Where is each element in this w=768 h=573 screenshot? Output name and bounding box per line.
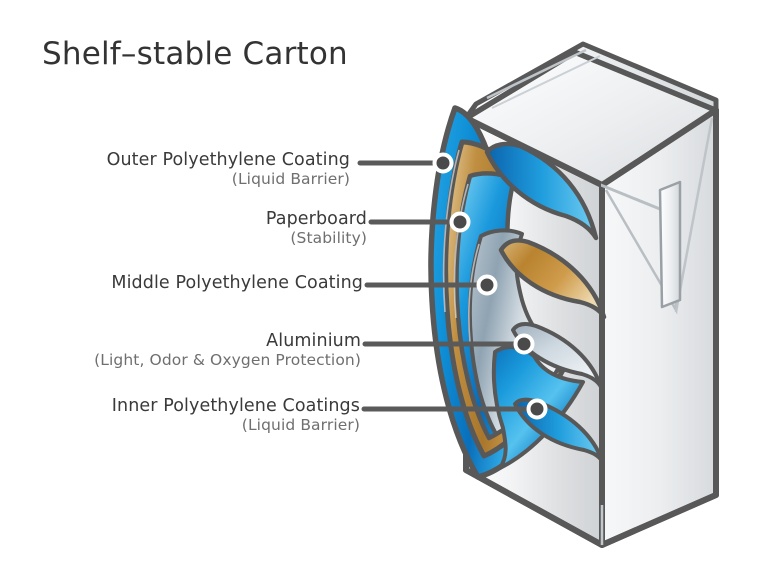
leader-dot-aluminium [513, 333, 535, 355]
label-outer-polyethylene-coating-sub: (Liquid Barrier) [231, 169, 350, 188]
label-inner-polyethylene-coatings-sub: (Liquid Barrier) [241, 415, 360, 434]
leader-dot-middle-polyethylene-coating [476, 274, 498, 296]
carton-top-ridge-crease-2 [491, 55, 601, 109]
carton-fold-crease-b [674, 117, 714, 313]
label-middle-polyethylene-coating-main: Middle Polyethylene Coating [111, 273, 363, 293]
layer-outer-polyethylene-curl [484, 141, 599, 241]
leader-dot-inner-polyethylene-coatings [526, 398, 548, 420]
layer-paperboard-curl [498, 238, 607, 320]
leader-dot-outer-polyethylene-coating [432, 152, 454, 174]
carton-fin-seal-flap [658, 180, 682, 309]
carton-top-ridge-crease [486, 48, 587, 100]
label-aluminium-main: Aluminium [266, 331, 361, 351]
label-aluminium: Aluminium (Light, Odor & Oxygen Protecti… [94, 331, 361, 369]
layer-aluminium-curl [511, 321, 603, 389]
layer-separation-highlights [442, 149, 480, 343]
label-outer-polyethylene-coating: Outer Polyethylene Coating (Liquid Barri… [106, 150, 350, 188]
leader-lines [357, 160, 540, 412]
label-inner-polyethylene-coatings-main: Inner Polyethylene Coatings [111, 396, 360, 416]
label-paperboard-main: Paperboard [265, 209, 367, 229]
label-paperboard-sub: (Stability) [290, 228, 367, 247]
label-paperboard: Paperboard (Stability) [265, 209, 367, 247]
label-outer-polyethylene-coating-main: Outer Polyethylene Coating [106, 150, 350, 170]
layer-stack [428, 105, 607, 480]
page-title: Shelf–stable Carton [42, 36, 348, 72]
label-inner-polyethylene-coatings: Inner Polyethylene Coatings (Liquid Barr… [111, 396, 360, 434]
leader-dots [432, 152, 548, 420]
label-middle-polyethylene-coating: Middle Polyethylene Coating [111, 273, 363, 294]
label-aluminium-sub: (Light, Odor & Oxygen Protection) [94, 350, 361, 369]
leader-dot-paperboard [449, 211, 471, 233]
